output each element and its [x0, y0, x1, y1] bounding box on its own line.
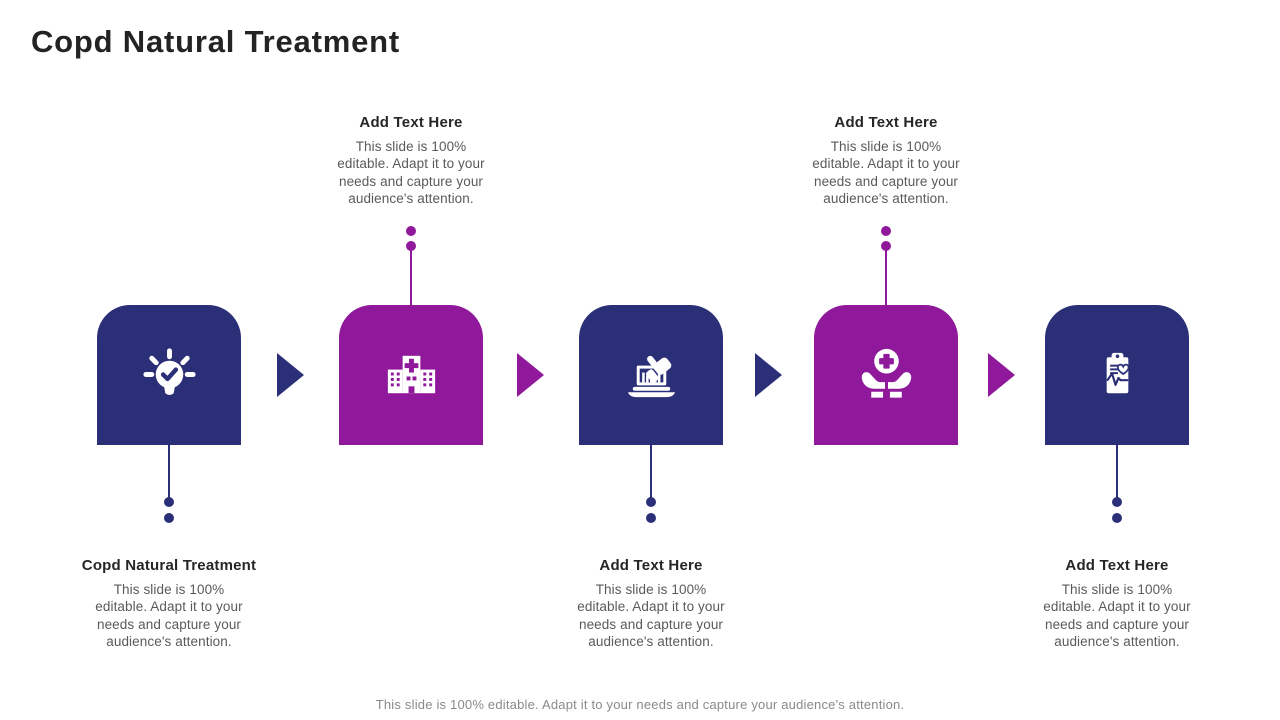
- step-text-1: Copd Natural Treatment This slide is 100…: [64, 556, 274, 651]
- step-body[interactable]: This slide is 100% editable. Adapt it to…: [95, 582, 243, 650]
- step-body[interactable]: This slide is 100% editable. Adapt it to…: [577, 582, 725, 650]
- connector-dot: [406, 226, 416, 236]
- right-arrow-icon: [755, 353, 782, 397]
- step-tile-4[interactable]: [814, 305, 958, 445]
- step-text-5: Add Text Here This slide is 100% editabl…: [1012, 556, 1222, 651]
- connector-dot: [646, 497, 656, 507]
- connector-dot: [1112, 513, 1122, 523]
- step-tile-2[interactable]: [339, 305, 483, 445]
- slide-title[interactable]: Copd Natural Treatment: [31, 24, 400, 59]
- connector-dot: [881, 226, 891, 236]
- step-heading[interactable]: Add Text Here: [834, 114, 938, 131]
- step-body[interactable]: This slide is 100% editable. Adapt it to…: [1043, 582, 1191, 650]
- right-arrow-icon: [988, 353, 1015, 397]
- connector-dot: [164, 513, 174, 523]
- hands-medical-cross-icon: [861, 348, 911, 398]
- step-heading[interactable]: Add Text Here: [599, 557, 703, 574]
- step-heading[interactable]: Copd Natural Treatment: [81, 557, 257, 574]
- right-arrow-icon: [517, 353, 544, 397]
- step-text-2: Add Text Here This slide is 100% editabl…: [306, 113, 516, 208]
- step-text-3: Add Text Here This slide is 100% editabl…: [546, 556, 756, 651]
- step-tile-1[interactable]: [97, 305, 241, 445]
- step-tile-3[interactable]: [579, 305, 723, 445]
- medical-clipboard-icon: [1106, 352, 1130, 393]
- step-heading[interactable]: Add Text Here: [359, 114, 463, 131]
- step-body[interactable]: This slide is 100% editable. Adapt it to…: [337, 139, 485, 207]
- connector-dot: [164, 497, 174, 507]
- footer-note: This slide is 100% editable. Adapt it to…: [375, 697, 905, 712]
- step-body[interactable]: This slide is 100% editable. Adapt it to…: [812, 139, 960, 207]
- connector-dot: [1112, 497, 1122, 507]
- laptop-thumbs-up-icon: [627, 355, 675, 397]
- step-heading[interactable]: Add Text Here: [1065, 557, 1169, 574]
- connector-dot: [646, 513, 656, 523]
- step-text-4: Add Text Here This slide is 100% editabl…: [781, 113, 991, 208]
- hospital-icon: [387, 355, 435, 393]
- right-arrow-icon: [277, 353, 304, 397]
- step-tile-5[interactable]: [1045, 305, 1189, 445]
- lightbulb-check-icon: [142, 347, 196, 395]
